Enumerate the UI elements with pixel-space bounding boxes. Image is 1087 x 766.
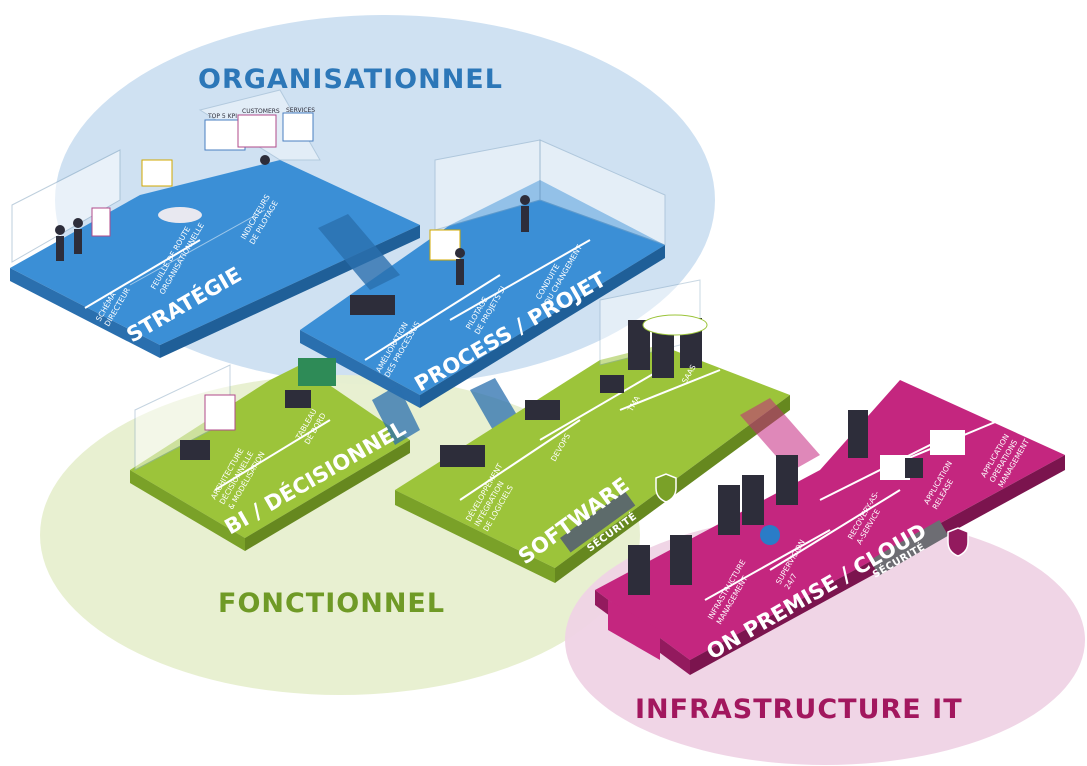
platform-strategie: [10, 89, 420, 358]
stairs-process-software: [470, 378, 520, 432]
platform-bi: [130, 358, 410, 551]
stairs-process-bi: [372, 385, 420, 445]
zone-title-fonctionnel: FONCTIONNEL: [218, 588, 445, 619]
screen-label-kpi: TOP 5 KPI: [207, 113, 237, 120]
platform-process: [300, 139, 666, 408]
escalator-org: [318, 214, 400, 290]
zone-title-infrastructure: INFRASTRUCTURE IT: [635, 694, 963, 725]
platform-software: [395, 279, 790, 583]
zone-title-organisationnel: ORGANISATIONNEL: [198, 64, 503, 95]
screen-label-customers: CUSTOMERS: [242, 108, 280, 115]
shield-icon: [947, 527, 969, 557]
shield-icon: [655, 473, 677, 503]
screen-label-services: SERVICES: [286, 107, 315, 114]
platform-cloud: [595, 380, 1065, 675]
escalator-software-cloud: [740, 398, 820, 472]
